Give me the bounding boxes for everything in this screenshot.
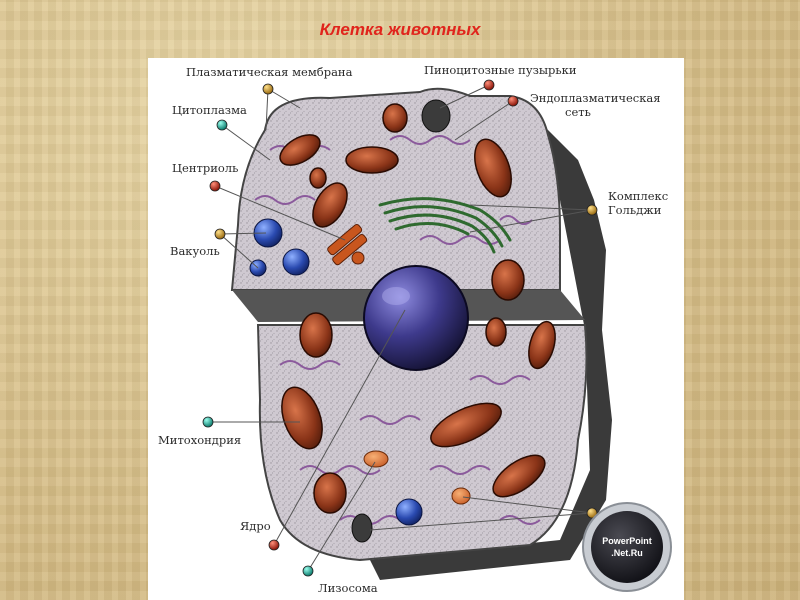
logo-text-line2: .Net.Ru: [611, 548, 643, 558]
lysosome-2: [451, 487, 471, 505]
golgi-complex: [378, 197, 512, 254]
label-nucleus: Ядро: [240, 519, 271, 533]
label-plasma-membrane: Плазматическая мембрана: [186, 65, 353, 79]
label-mitochondria: Митохондрия: [158, 433, 242, 447]
label-pinocytic-vesicles: Пиноцитозные пузырьки: [424, 63, 577, 77]
nucleus-shape: [363, 265, 469, 371]
lysosome-3: [351, 513, 373, 543]
mitochondria-group: [279, 103, 556, 514]
powerpoint-logo: PowerPoint .Net.Ru: [582, 502, 672, 592]
lysosome-1: [363, 450, 389, 468]
pinocytic-vesicle: [421, 99, 451, 133]
endoplasmic-reticulum: [254, 135, 541, 525]
label-golgi-line1: Комплекс: [608, 189, 669, 203]
marker-dots: [202, 79, 598, 577]
label-centriole: Центриоль: [172, 161, 239, 175]
cell-side-shadow: [300, 100, 612, 580]
logo-text-line1: PowerPoint: [602, 536, 652, 546]
label-er-line1: Эндоплазматическая: [530, 91, 661, 105]
vacuole-lower: [395, 498, 423, 526]
label-lysosome: Лизосома: [318, 581, 378, 595]
label-golgi-line2: Гольджи: [608, 203, 662, 217]
leader-lines: [208, 84, 593, 572]
slide-title: Клетка животных: [319, 20, 481, 39]
label-cytoplasm: Цитоплазма: [172, 103, 247, 117]
label-er-line2: сеть: [565, 105, 591, 119]
label-vacuole: Вакуоль: [170, 244, 220, 258]
vacuole-medium: [282, 248, 310, 276]
